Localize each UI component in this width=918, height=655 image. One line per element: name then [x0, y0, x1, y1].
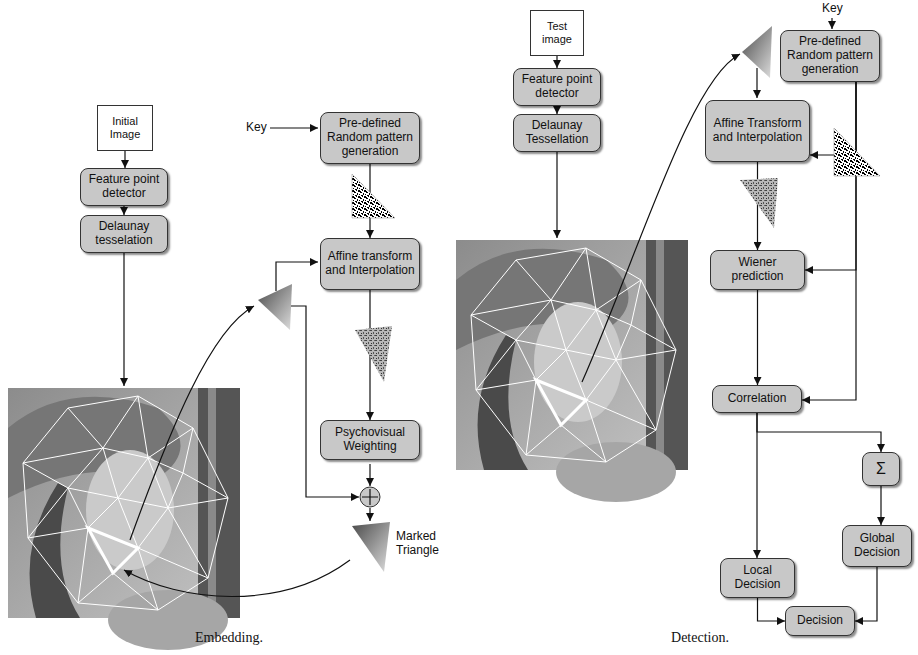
flow-arrow — [291, 306, 359, 497]
process-box: Pre-defined Random pattern generation — [320, 112, 420, 164]
flow-arrow — [802, 82, 856, 400]
flow-arrow — [123, 252, 124, 386]
process-box: Affine Transform and Interpolation — [705, 100, 810, 162]
key-label: Key — [246, 121, 267, 135]
flow-arrow — [276, 262, 318, 291]
flow-arrow — [556, 56, 557, 68]
flow-arrow — [758, 598, 786, 621]
process-box: Feature point detector — [80, 168, 168, 206]
process-box: Delaunay Tessellation — [513, 114, 601, 152]
box-label: Σ — [876, 460, 886, 478]
flow-arrow — [556, 106, 557, 114]
flow-arrow — [880, 486, 881, 525]
flow-arrow — [123, 206, 124, 215]
flow-arrow — [369, 464, 370, 486]
lena-mesh-image — [456, 240, 688, 502]
flow-arrow — [556, 152, 557, 238]
box-label: Global Decision — [847, 532, 907, 560]
decision-box: Decision — [785, 606, 855, 636]
adder-symbol — [360, 487, 380, 507]
flow-arrow — [756, 68, 757, 98]
flow-arrow — [757, 413, 881, 452]
key-label: Key — [822, 2, 843, 16]
key-arrow — [831, 18, 832, 29]
box-label: Psychovisual Weighting — [325, 426, 415, 454]
image-box: Initial Image — [97, 105, 153, 151]
box-label: Initial Image — [100, 115, 150, 140]
decision-box: Local Decision — [720, 558, 795, 598]
box-label: Pre-defined Random pattern generation — [785, 35, 875, 76]
box-label: Affine transform and Interpolation — [325, 250, 415, 278]
box-label: Correlation — [728, 392, 787, 406]
flow-arrow — [124, 151, 125, 168]
box-label: Delaunay tesselation — [85, 220, 163, 248]
output-label: Marked Triangle — [396, 530, 450, 558]
flow-arrow — [369, 508, 370, 521]
box-label: Test image — [533, 20, 581, 45]
caption: Embedding. — [195, 630, 263, 646]
box-label: Delaunay Tessellation — [518, 119, 596, 147]
process-box: Psychovisual Weighting — [320, 420, 420, 460]
lena-mesh-image — [8, 388, 240, 650]
adder-symbol — [362, 489, 378, 505]
curved-arrow — [130, 306, 254, 540]
flow-arrow — [757, 290, 758, 385]
random-pattern — [834, 128, 880, 176]
flow-arrow — [757, 162, 758, 250]
curved-arrow — [124, 560, 350, 597]
process-box: Correlation — [712, 385, 802, 413]
feature-triangle — [258, 284, 292, 330]
random-pattern — [352, 174, 395, 218]
box-label: Wiener prediction — [715, 256, 800, 284]
flow-arrow — [855, 567, 877, 621]
box-label: Feature point detector — [518, 73, 596, 101]
process-box: Feature point detector — [513, 68, 601, 106]
decision-box: Global Decision — [842, 525, 912, 567]
process-box: Wiener prediction — [710, 250, 805, 290]
process-box: Affine transform and Interpolation — [320, 238, 420, 290]
flow-arrow — [756, 413, 757, 558]
warped-pattern — [355, 326, 392, 382]
sum-box: Σ — [862, 452, 900, 486]
warped-pattern — [740, 178, 778, 228]
box-label: Decision — [797, 614, 843, 628]
box-label: Affine Transform and Interpolation — [710, 117, 805, 145]
key-arrow — [270, 127, 318, 128]
marked-triangle — [352, 522, 390, 572]
box-label: Feature point detector — [85, 173, 163, 201]
box-label: Local Decision — [725, 564, 790, 592]
image-box: Test image — [530, 10, 584, 56]
box-label: Pre-defined Random pattern generation — [325, 117, 415, 158]
process-box: Delaunay tesselation — [80, 215, 168, 253]
process-box: Pre-defined Random pattern generation — [780, 30, 880, 82]
caption: Detection. — [671, 630, 729, 646]
